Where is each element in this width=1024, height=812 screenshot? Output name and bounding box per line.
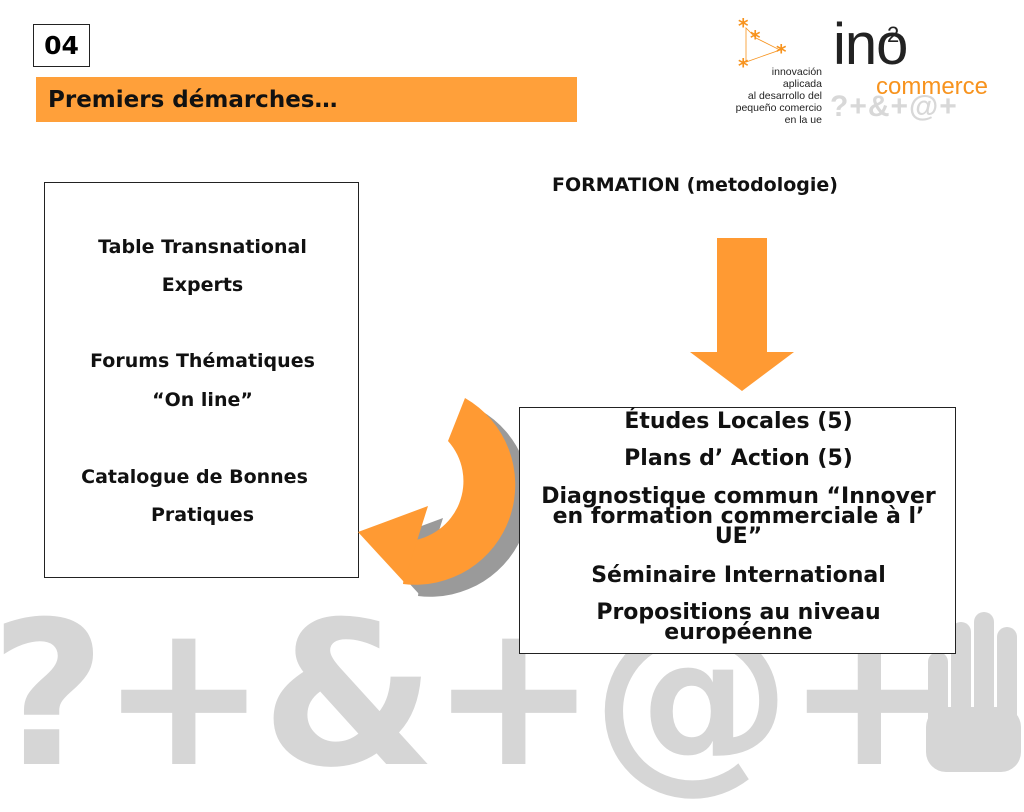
logo: * * * * innovación aplicada al desarroll… xyxy=(730,10,1020,126)
down-arrow-icon xyxy=(690,238,794,391)
left-box-line: “On line” xyxy=(152,389,253,411)
logo-commerce: commerce xyxy=(876,73,989,100)
right-box-item: Séminaire International xyxy=(591,563,886,588)
curved-arrow-icon xyxy=(358,398,531,597)
logo-star-icon: * xyxy=(750,26,761,50)
page-number: 04 xyxy=(33,24,90,67)
left-box-line: Forums Thématiques xyxy=(90,350,315,372)
left-box-line: Pratiques xyxy=(150,504,255,526)
right-box: Études Locales (5) Plans d’ Action (5) D… xyxy=(519,407,956,654)
formation-label: FORMATION (metodologie) xyxy=(551,174,838,196)
left-box: Table Transnational Experts Forums Théma… xyxy=(44,182,359,578)
right-box-item: Études Locales (5) xyxy=(624,409,853,434)
right-box-item: Plans d’ Action (5) xyxy=(624,446,853,471)
logo-wordmark: ino xyxy=(833,12,908,77)
logo-constellation-lines xyxy=(745,27,782,63)
left-box-line: Table Transnational xyxy=(98,236,307,258)
hand-icon xyxy=(926,612,1021,772)
logo-superscript: 2 xyxy=(887,22,900,47)
right-box-item: Diagnostique commun “Innover en formatio… xyxy=(541,484,936,549)
logo-star-icon: * xyxy=(776,40,787,64)
left-box-line: Catalogue de Bonnes xyxy=(81,466,308,488)
logo-star-icon: * xyxy=(738,54,749,78)
right-box-item: Propositions au niveau européenne xyxy=(596,600,881,645)
left-box-line: Experts xyxy=(161,274,244,296)
logo-symbols: ?+&+@+ xyxy=(830,90,958,123)
slide-title: Premiers démarches… xyxy=(36,77,577,122)
logo-tagline: innovación aplicada al desarrollo del pe… xyxy=(735,66,822,126)
logo-star-icon: * xyxy=(738,14,749,38)
